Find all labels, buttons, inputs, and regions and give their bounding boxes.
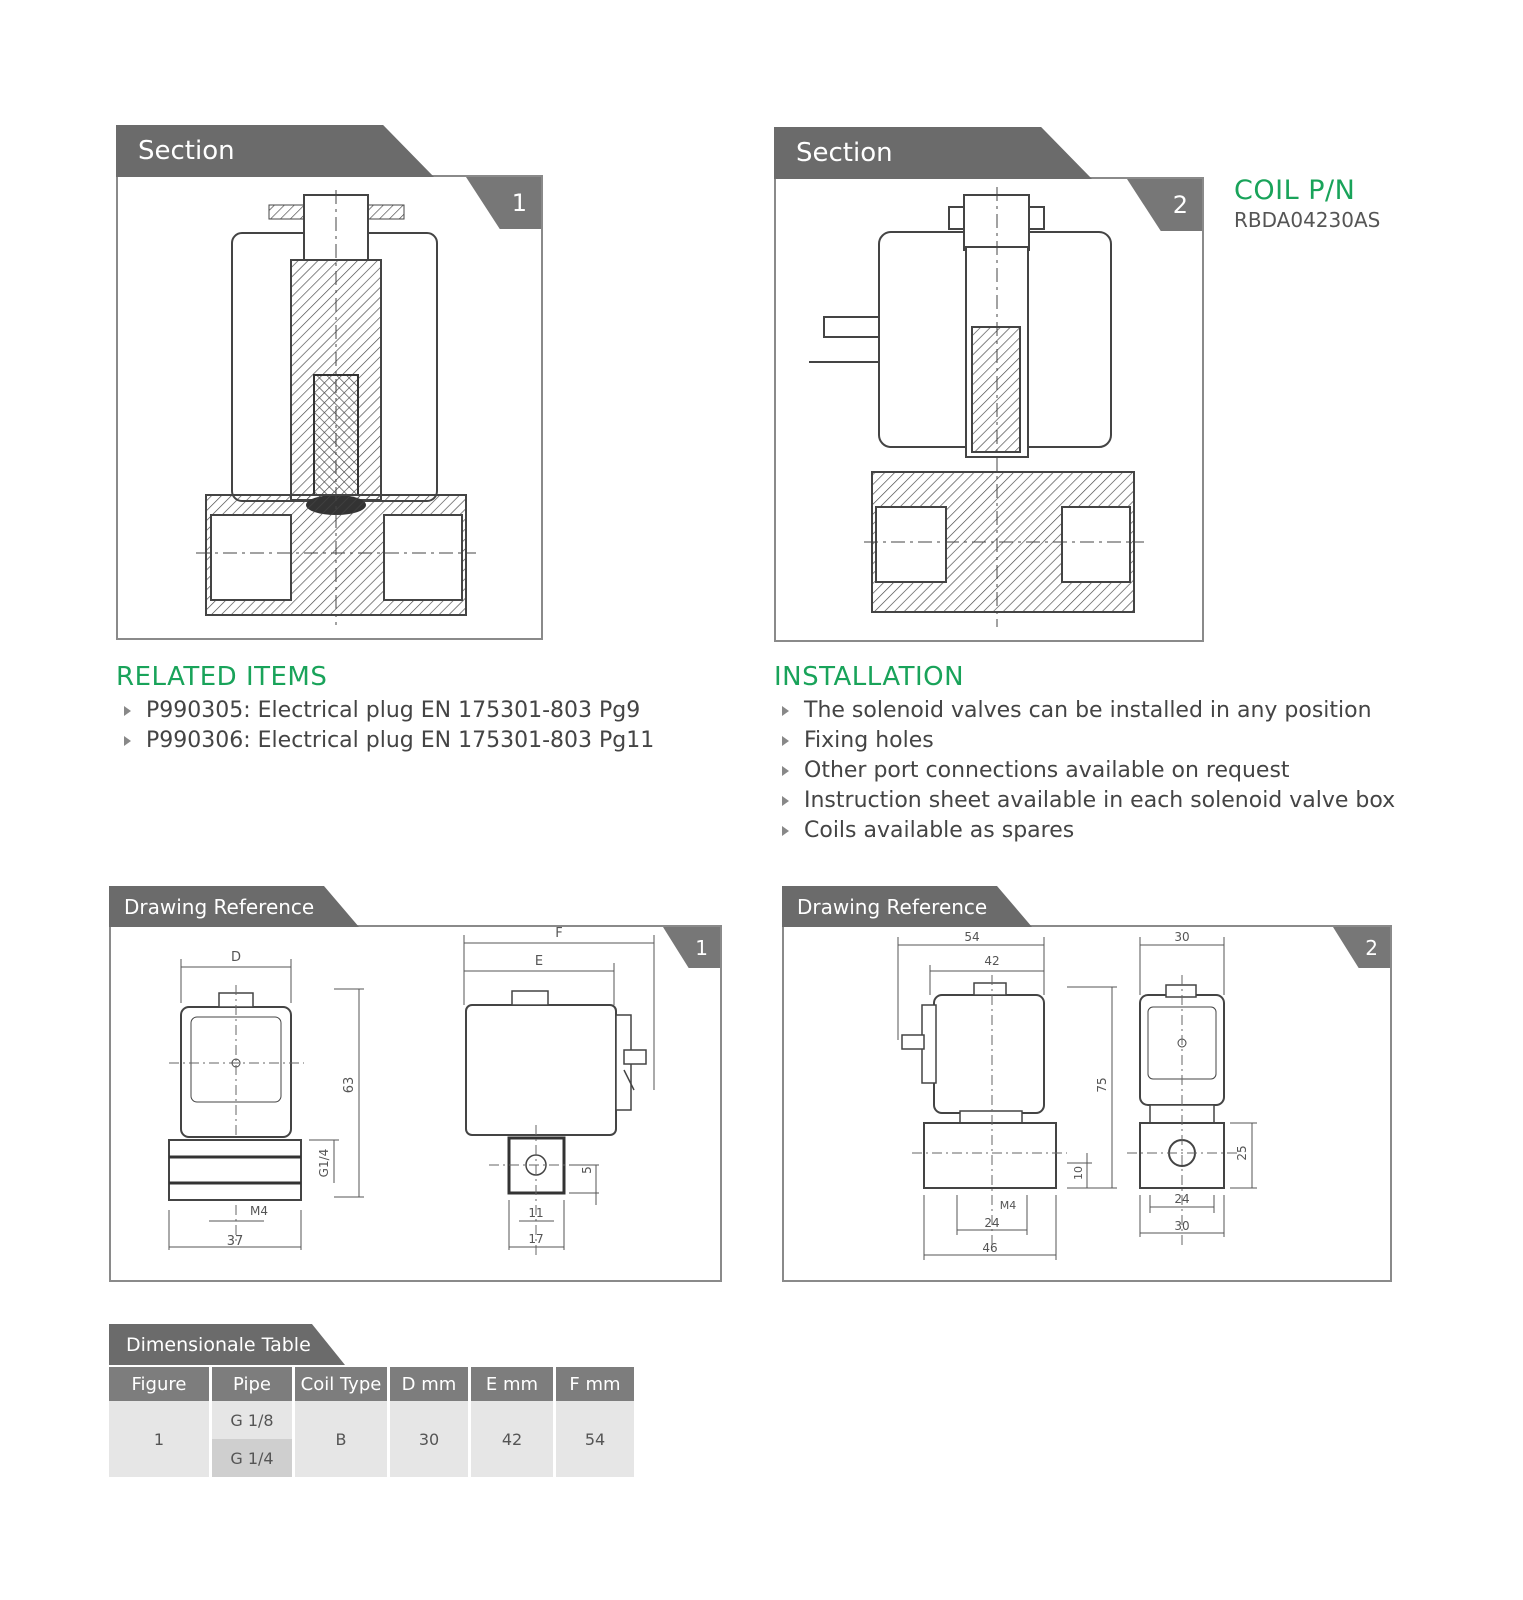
dim-label-30a: 30 <box>1174 930 1189 944</box>
inlet-port <box>210 514 292 601</box>
list-item: Coils available as spares <box>774 816 1395 846</box>
dim-label-e: E <box>535 954 543 969</box>
header-f: F mm <box>556 1367 634 1401</box>
cell-e: 42 <box>471 1401 553 1477</box>
list-item: Instruction sheet available in each sole… <box>774 786 1395 816</box>
dim-label-g14: G1/4 <box>317 1149 331 1178</box>
table-row: G 1/4 <box>109 1439 634 1477</box>
dim-label-24a: 24 <box>984 1216 999 1230</box>
dim-label-10: 10 <box>1072 1166 1085 1180</box>
header-e: E mm <box>471 1367 553 1401</box>
coil-pn-title: COIL P/N <box>1234 175 1356 206</box>
dim-label-24b: 24 <box>1174 1192 1189 1206</box>
dim-label-42: 42 <box>984 954 999 968</box>
body-front <box>168 1139 302 1201</box>
related-items-list: P990305: Electrical plug EN 175301-803 P… <box>116 696 654 756</box>
dim-label-37: 37 <box>227 1234 244 1249</box>
coil-pn-value: RBDA04230AS <box>1234 208 1381 232</box>
list-item: P990305: Electrical plug EN 175301-803 P… <box>116 696 654 726</box>
coil-side <box>465 1004 617 1136</box>
section-2-drawing <box>809 187 1144 627</box>
dim-label-63: 63 <box>342 1077 357 1094</box>
dim-label-30b: 30 <box>1174 1219 1189 1233</box>
dimension-table: Figure Pipe Coil Type D mm E mm F mm 1 G… <box>106 1367 637 1477</box>
dim-label-11: 11 <box>528 1206 543 1220</box>
cell-coil-type: B <box>295 1401 387 1477</box>
plunger <box>971 326 1021 453</box>
dim-label-17: 17 <box>528 1232 543 1246</box>
section-1-drawing <box>196 190 476 625</box>
list-item: The solenoid valves can be installed in … <box>774 696 1395 726</box>
drawing-2-tab-label: Drawing Reference <box>797 894 988 919</box>
header-figure: Figure <box>109 1367 209 1401</box>
cell-f: 54 <box>556 1401 634 1477</box>
inlet-port <box>875 506 947 583</box>
dim-label-46: 46 <box>982 1241 997 1255</box>
drawing-2-diagram: 54 42 75 10 M4 24 46 30 25 24 30 <box>897 930 1257 1260</box>
section-2-tab: Section <box>774 127 1092 179</box>
section-2-number: 2 <box>1172 191 1188 219</box>
section-1-tab-label: Section <box>138 136 235 166</box>
dim-label-75: 75 <box>1095 1077 1109 1092</box>
drawing-1-number: 1 <box>695 935 708 960</box>
dim-label-25: 25 <box>1235 1145 1249 1160</box>
cell-figure: 1 <box>109 1401 209 1477</box>
dim-table-tab: Dimensionale Table <box>109 1324 345 1365</box>
header-coil-type: Coil Type <box>295 1367 387 1401</box>
list-item: P990306: Electrical plug EN 175301-803 P… <box>116 726 654 756</box>
body-front <box>923 1122 1057 1189</box>
cell-pipe-2: G 1/4 <box>212 1439 292 1477</box>
outlet-port <box>383 514 463 601</box>
header-d: D mm <box>390 1367 468 1401</box>
dim-label-m4: M4 <box>1000 1199 1017 1212</box>
drawing-1-diagram: D 37 M4 63 G1/4 F E 5 11 17 <box>168 926 655 1255</box>
section-1-number: 1 <box>511 189 527 217</box>
cell-pipe-1: G 1/8 <box>212 1401 292 1439</box>
cell-d: 30 <box>390 1401 468 1477</box>
header-pipe: Pipe <box>212 1367 292 1401</box>
installation-title: INSTALLATION <box>774 662 965 692</box>
drawing-2-number: 2 <box>1365 935 1378 960</box>
table-row: 1 G 1/8 B 30 42 54 <box>109 1401 634 1477</box>
terminal <box>823 316 880 338</box>
list-item: Fixing holes <box>774 726 1395 756</box>
installation-list: The solenoid valves can be installed in … <box>774 696 1395 846</box>
section-2-tab-label: Section <box>796 138 893 168</box>
dim-table-tab-label: Dimensionale Table <box>126 1333 311 1356</box>
drawing-1-tab: Drawing Reference <box>109 886 359 927</box>
drawing-1-tab-label: Drawing Reference <box>124 894 315 919</box>
dim-label-d: D <box>231 950 241 965</box>
related-items-title: RELATED ITEMS <box>116 662 328 692</box>
coil-front <box>933 994 1045 1114</box>
table-header-row: Figure Pipe Coil Type D mm E mm F mm <box>109 1367 634 1401</box>
dim-label-f: F <box>555 926 562 941</box>
outlet-port <box>1061 506 1131 583</box>
dim-label-5: 5 <box>580 1166 594 1174</box>
dim-label-m4: M4 <box>250 1204 268 1218</box>
section-1-tab: Section <box>116 125 434 177</box>
drawing-2-tab: Drawing Reference <box>782 886 1032 927</box>
drawing-2-frame <box>782 925 1392 1282</box>
list-item: Other port connections available on requ… <box>774 756 1395 786</box>
dim-label-54: 54 <box>964 930 979 944</box>
